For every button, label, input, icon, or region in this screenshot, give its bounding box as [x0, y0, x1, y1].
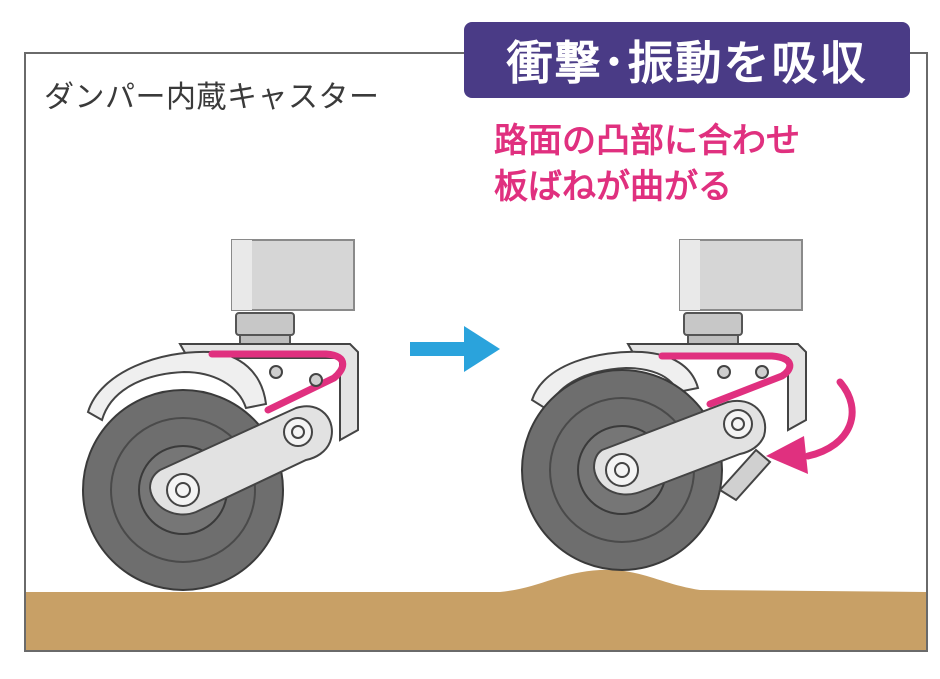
spring-note: 路面の凸部に合わせ 板ばねが曲がる — [494, 118, 914, 210]
curved-rotation-arrow-icon — [766, 378, 856, 474]
leaf-spring — [658, 352, 794, 408]
wheel-fender — [530, 350, 700, 412]
spring-note-line-2: 板ばねが曲がる — [494, 167, 732, 207]
wheel-fender — [86, 350, 268, 422]
caption-title: ダンパー内蔵キャスター — [44, 80, 380, 115]
caster-resting — [82, 239, 359, 591]
caster-compressed — [521, 239, 807, 571]
spring-note-line-1: 路面の凸部に合わせ — [494, 121, 800, 161]
headline-text: 衝撃･振動を吸収 — [506, 36, 868, 90]
caster-nut — [683, 312, 743, 336]
caster-nut — [235, 312, 295, 336]
leaf-spring — [208, 350, 347, 414]
right-arrow-icon — [410, 326, 500, 372]
caster-post — [231, 239, 355, 311]
ground — [26, 569, 926, 650]
headline-badge: 衝撃･振動を吸収 — [464, 22, 910, 98]
caster-post — [679, 239, 803, 311]
